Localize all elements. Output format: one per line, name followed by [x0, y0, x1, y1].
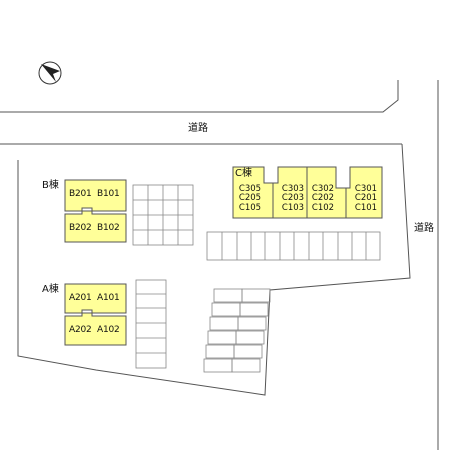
building-a: [64, 283, 127, 346]
building-a-label: A棟: [42, 284, 59, 295]
site-boundary: [17, 143, 411, 396]
parking-d: [203, 288, 271, 373]
unit-b201: B201: [69, 189, 92, 199]
unit-c105: C105: [238, 202, 262, 213]
unit-c305: C305: [238, 184, 262, 194]
unit-c103: C103: [281, 202, 305, 213]
unit-c302: C302: [311, 184, 335, 194]
c-column-3: C302 C202 C102: [308, 184, 338, 213]
unit-c303: C303: [281, 184, 305, 194]
north-arrow-icon: [38, 61, 62, 85]
top-road-label: 道路: [188, 123, 208, 134]
right-road-label: 道路: [414, 223, 434, 234]
unit-b102: B102: [97, 223, 120, 233]
unit-a201: A201: [69, 293, 92, 303]
unit-a101: A101: [97, 293, 120, 303]
unit-b202: B202: [69, 223, 92, 233]
unit-c201: C201: [354, 193, 378, 204]
c-column-1: C305 C205 C105: [235, 184, 265, 213]
unit-c301: C301: [354, 184, 378, 194]
unit-c205: C205: [238, 193, 262, 204]
building-c-label: C棟: [235, 168, 252, 179]
unit-c101: C101: [354, 202, 378, 213]
parking-a: [135, 279, 167, 369]
unit-a102: A102: [97, 325, 120, 335]
parking-c: [206, 231, 381, 261]
unit-a202: A202: [69, 325, 92, 335]
c-column-2: C303 C203 C103: [278, 184, 308, 213]
c-column-4: C301 C201 C101: [351, 184, 381, 213]
unit-b101: B101: [97, 189, 120, 199]
building-b: [64, 179, 127, 243]
unit-c203: C203: [281, 193, 305, 204]
unit-c202: C202: [311, 193, 335, 204]
building-c: [232, 166, 383, 219]
unit-c102: C102: [311, 202, 335, 213]
building-b-label: B棟: [42, 180, 59, 191]
parking-b: [132, 184, 194, 246]
top-road-edge: [0, 80, 399, 113]
